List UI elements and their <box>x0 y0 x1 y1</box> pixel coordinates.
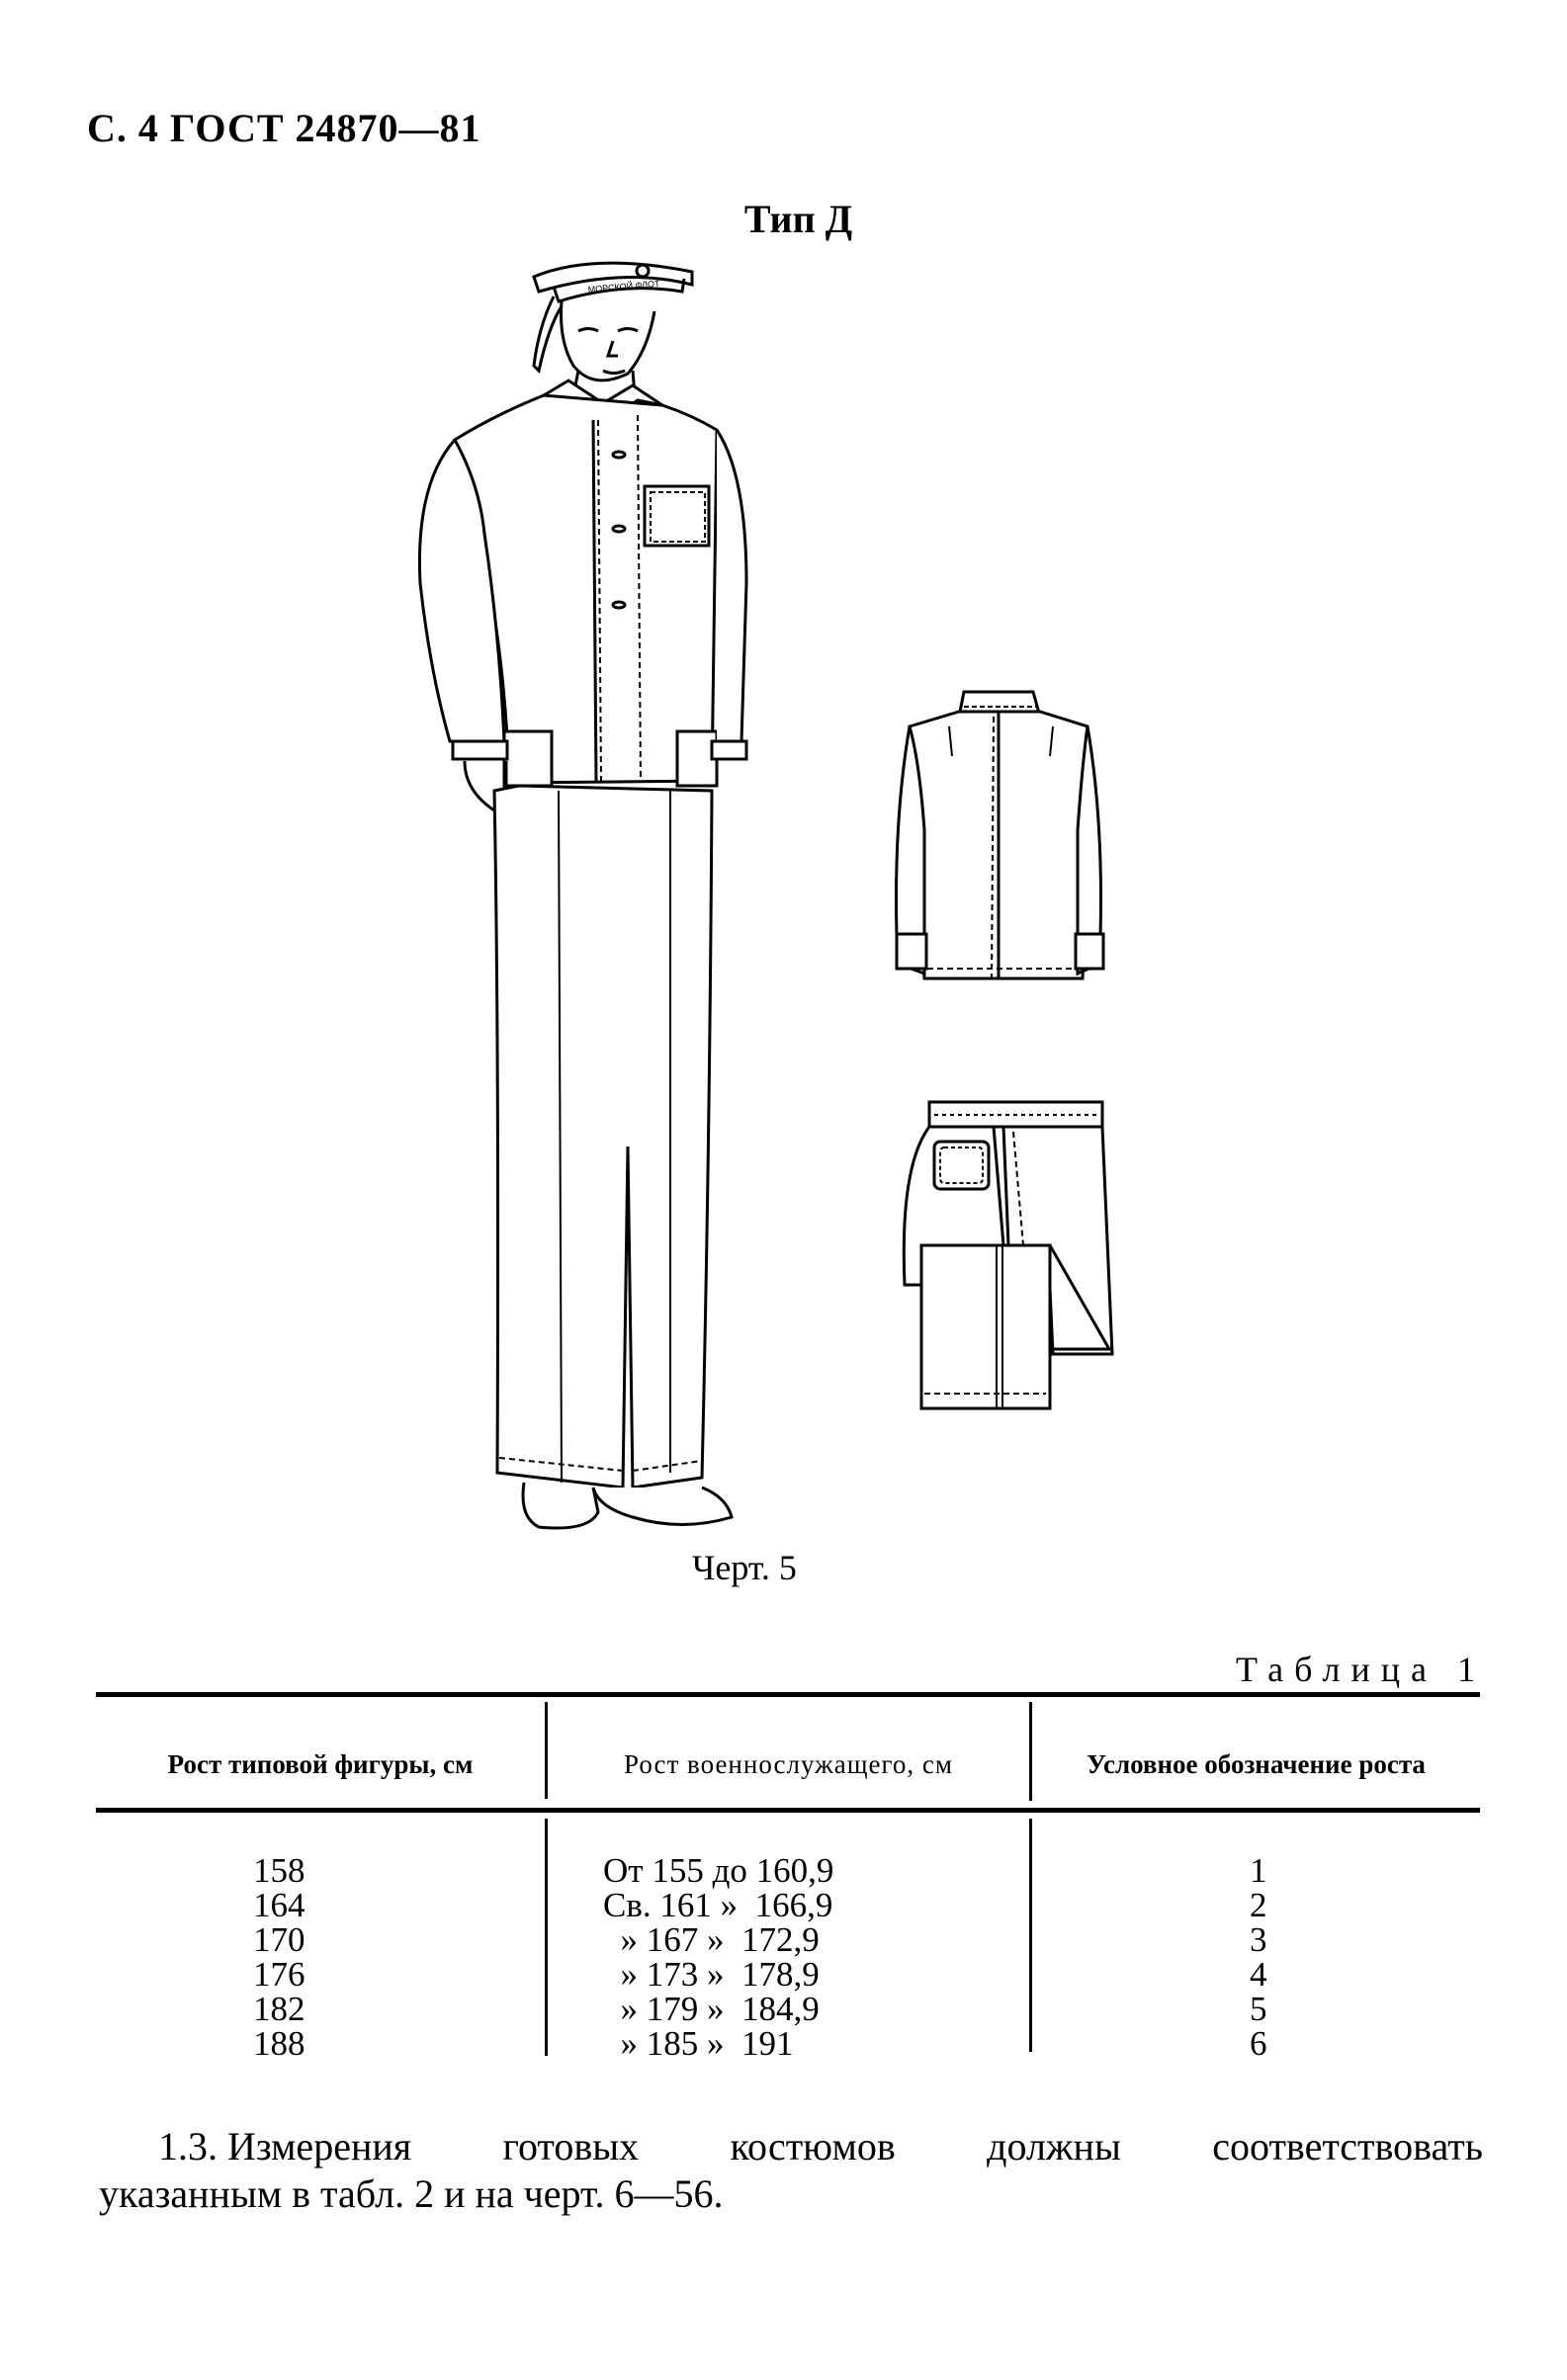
table-cell: От 155 до 160,9 <box>603 1851 834 1890</box>
paragraph-word: должны <box>987 2124 1121 2168</box>
paragraph-word: готовых <box>502 2124 640 2168</box>
table-cell: » 185 » 191 <box>603 2024 794 2063</box>
table-column-serviceman-height: От 155 до 160,9 Св. 161 » 166,9 » 167 » … <box>603 1853 833 2061</box>
sailor-cap-icon: МОРСКОЙ ФЛОТ <box>532 261 694 303</box>
table-cell: 5 <box>1250 1990 1267 2028</box>
trousers-back-view-illustration <box>902 1100 1114 1410</box>
table-cell: 4 <box>1250 1955 1267 1994</box>
table-cell: 2 <box>1250 1886 1267 1924</box>
page-header: С. 4 ГОСТ 24870—81 <box>87 106 481 150</box>
jacket-back-view-illustration <box>895 690 1105 980</box>
paragraph-word: 1.3. Измерения <box>158 2124 412 2168</box>
table-cell: 170 <box>253 1920 305 1959</box>
paragraph-line-2: указанным в табл. 2 и на черт. 6—56. <box>99 2171 724 2216</box>
table-column-divider-1 <box>545 1702 548 1799</box>
table-cell: » 179 » 184,9 <box>603 1990 820 2028</box>
table-header-height-designation: Условное обозначение роста <box>1087 1749 1426 1779</box>
table-header-rule <box>96 1808 1480 1813</box>
table-header-figure-height: Рост типовой фигуры, см <box>167 1749 474 1779</box>
paragraph-1-3: 1.3. Измерения готовых костюмов должны с… <box>99 2123 1483 2218</box>
table-cell: 158 <box>253 1851 305 1890</box>
table-top-rule <box>96 1692 1480 1697</box>
figure-caption: Черт. 5 <box>692 1548 797 1587</box>
table-caption: Таблица 1 <box>1236 1650 1486 1689</box>
table-cell: Св. 161 » 166,9 <box>603 1886 833 1924</box>
front-view-figure-illustration: МОРСКОЙ ФЛОТ <box>417 261 748 1530</box>
table-column-divider-1-body <box>545 1819 548 2056</box>
table-cell: 6 <box>1250 2024 1267 2063</box>
table-column-divider-2-body <box>1029 1819 1032 2052</box>
paragraph-line-1: 1.3. Измерения готовых костюмов должны с… <box>99 2123 1483 2170</box>
paragraph-word: костюмов <box>730 2124 896 2168</box>
table-cell: 3 <box>1250 1920 1267 1959</box>
type-title: Тип Д <box>743 197 853 241</box>
paragraph-word: соответствовать <box>1212 2124 1483 2168</box>
table-column-height-designation: 1 2 3 4 5 6 <box>1250 1853 1267 2061</box>
table-cell: 188 <box>253 2024 305 2063</box>
table-column-figure-height: 158 164 170 176 182 188 <box>253 1853 305 2061</box>
table-cell: » 173 » 178,9 <box>603 1955 820 1994</box>
table-cell: 164 <box>253 1886 305 1924</box>
table-cell: » 167 » 172,9 <box>603 1920 820 1959</box>
table-cell: 176 <box>253 1955 305 1994</box>
table-header-serviceman-height: Рост военнослужащего, см <box>624 1749 953 1779</box>
table-cell: 182 <box>253 1990 305 2028</box>
table-cell: 1 <box>1250 1851 1267 1890</box>
table-column-divider-2 <box>1029 1702 1032 1801</box>
